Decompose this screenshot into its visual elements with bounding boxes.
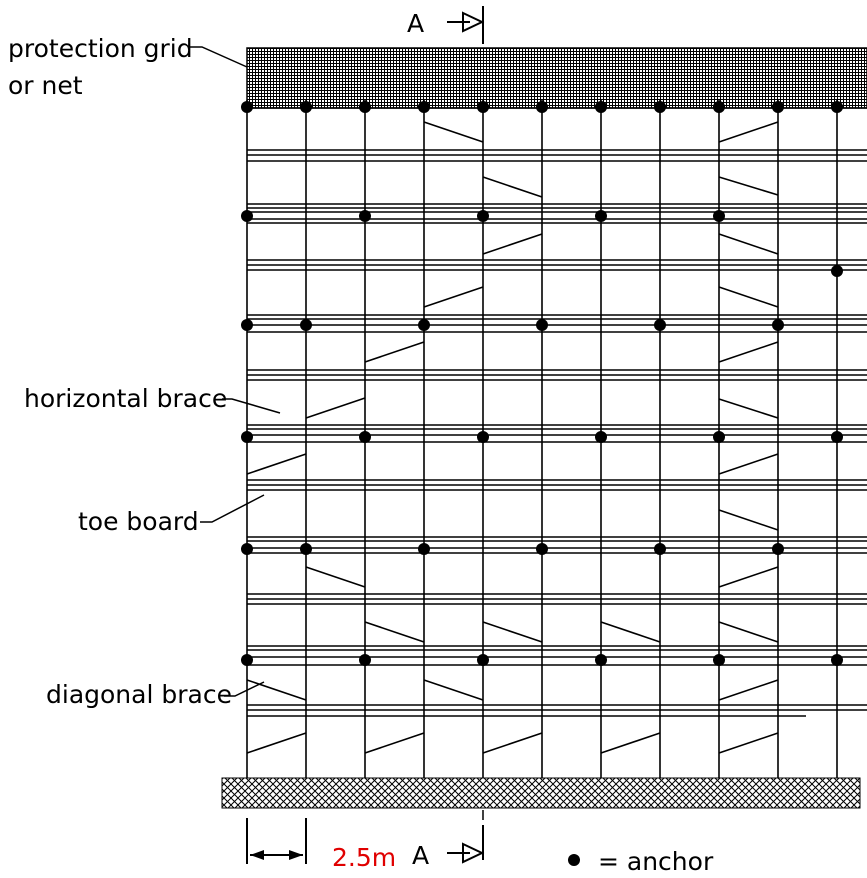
section-marker-top: A	[407, 6, 485, 44]
section-label-top: A	[407, 9, 424, 38]
diagonal-brace	[482, 732, 543, 754]
diagonal-brace	[718, 176, 779, 196]
toe-board-label: toe board	[78, 507, 199, 536]
anchor-point	[300, 101, 312, 113]
diagonal-brace	[718, 621, 779, 643]
diagonal-brace	[718, 566, 779, 588]
diagonal-brace	[718, 679, 779, 701]
anchor-legend-icon	[568, 854, 580, 866]
diagonal-brace	[482, 176, 543, 198]
horizontal-brace-label: horizontal brace	[24, 384, 227, 413]
diagonal-brace	[718, 398, 779, 419]
callout-horizontal-brace: horizontal brace	[24, 384, 281, 414]
diagonal-braces	[246, 121, 779, 754]
diagonal-brace	[246, 679, 307, 701]
protection-label-line1: protection grid	[8, 34, 193, 63]
anchor-point	[595, 210, 607, 222]
anchor-point	[418, 101, 430, 113]
callout-protection: protection grid or net	[8, 34, 248, 100]
anchor-point	[713, 210, 725, 222]
diagonal-brace	[364, 341, 425, 363]
diagonal-brace	[718, 453, 779, 475]
section-label-bottom: A	[412, 841, 429, 870]
diagonal-brace	[600, 621, 661, 643]
section-marker-bottom: A	[412, 810, 485, 870]
anchor-point	[477, 210, 489, 222]
anchor-point	[477, 431, 489, 443]
anchor-point	[713, 431, 725, 443]
anchor-point	[654, 319, 666, 331]
anchor-point	[359, 101, 371, 113]
anchor-point	[477, 654, 489, 666]
anchor-point	[595, 101, 607, 113]
diagonal-brace	[718, 286, 779, 308]
diagonal-brace	[718, 732, 779, 754]
anchor-point	[241, 654, 253, 666]
anchor-point	[241, 210, 253, 222]
anchor-point	[300, 319, 312, 331]
anchor-point	[418, 543, 430, 555]
anchor-point	[241, 319, 253, 331]
diagonal-brace	[600, 732, 661, 754]
anchor-point	[831, 654, 843, 666]
diagonal-brace	[305, 566, 366, 588]
anchor-point	[359, 654, 371, 666]
anchor-point	[654, 543, 666, 555]
diagonal-brace	[246, 453, 307, 475]
anchor-point	[359, 210, 371, 222]
ground	[221, 777, 861, 809]
diagonal-brace-label: diagonal brace	[46, 680, 232, 709]
anchor-point	[831, 265, 843, 277]
anchor-point	[418, 319, 430, 331]
diagonal-brace	[718, 121, 779, 143]
diagonal-brace	[305, 397, 366, 419]
anchor-point	[772, 101, 784, 113]
callout-toe-board: toe board	[78, 494, 265, 536]
diagonal-brace	[718, 341, 779, 363]
anchor-point	[536, 101, 548, 113]
anchor-point	[359, 431, 371, 443]
anchor-point	[241, 101, 253, 113]
anchor-point	[536, 319, 548, 331]
anchor-point	[772, 543, 784, 555]
anchor-point	[536, 543, 548, 555]
legend: = anchor	[568, 847, 714, 876]
diagonal-brace	[423, 121, 484, 143]
bay-dimension: 2.5m	[246, 818, 396, 872]
anchor-points	[241, 101, 843, 666]
diagonal-brace	[364, 732, 425, 754]
diagonal-brace	[482, 621, 543, 643]
bay-width-label: 2.5m	[332, 843, 396, 872]
diagonal-brace	[718, 509, 779, 531]
anchor-point	[595, 654, 607, 666]
anchor-point	[654, 101, 666, 113]
anchor-point	[713, 654, 725, 666]
diagonal-brace	[482, 233, 543, 255]
diagonal-brace	[718, 233, 779, 255]
anchor-point	[241, 431, 253, 443]
anchor-point	[772, 319, 784, 331]
vertical-posts	[246, 100, 838, 778]
diagonal-brace	[364, 621, 425, 643]
callout-diagonal-brace: diagonal brace	[46, 680, 265, 709]
anchor-point	[300, 543, 312, 555]
protection-grid	[246, 47, 867, 109]
anchor-point	[831, 431, 843, 443]
horizontal-members	[247, 107, 867, 717]
anchor-point	[831, 101, 843, 113]
anchor-point	[595, 431, 607, 443]
anchor-point	[713, 101, 725, 113]
diagonal-brace	[423, 286, 484, 308]
legend-anchor-label: = anchor	[598, 847, 714, 876]
diagonal-brace	[246, 732, 307, 754]
diagonal-brace	[423, 679, 484, 701]
protection-label-line2: or net	[8, 71, 83, 100]
anchor-point	[241, 543, 253, 555]
anchor-point	[477, 101, 489, 113]
